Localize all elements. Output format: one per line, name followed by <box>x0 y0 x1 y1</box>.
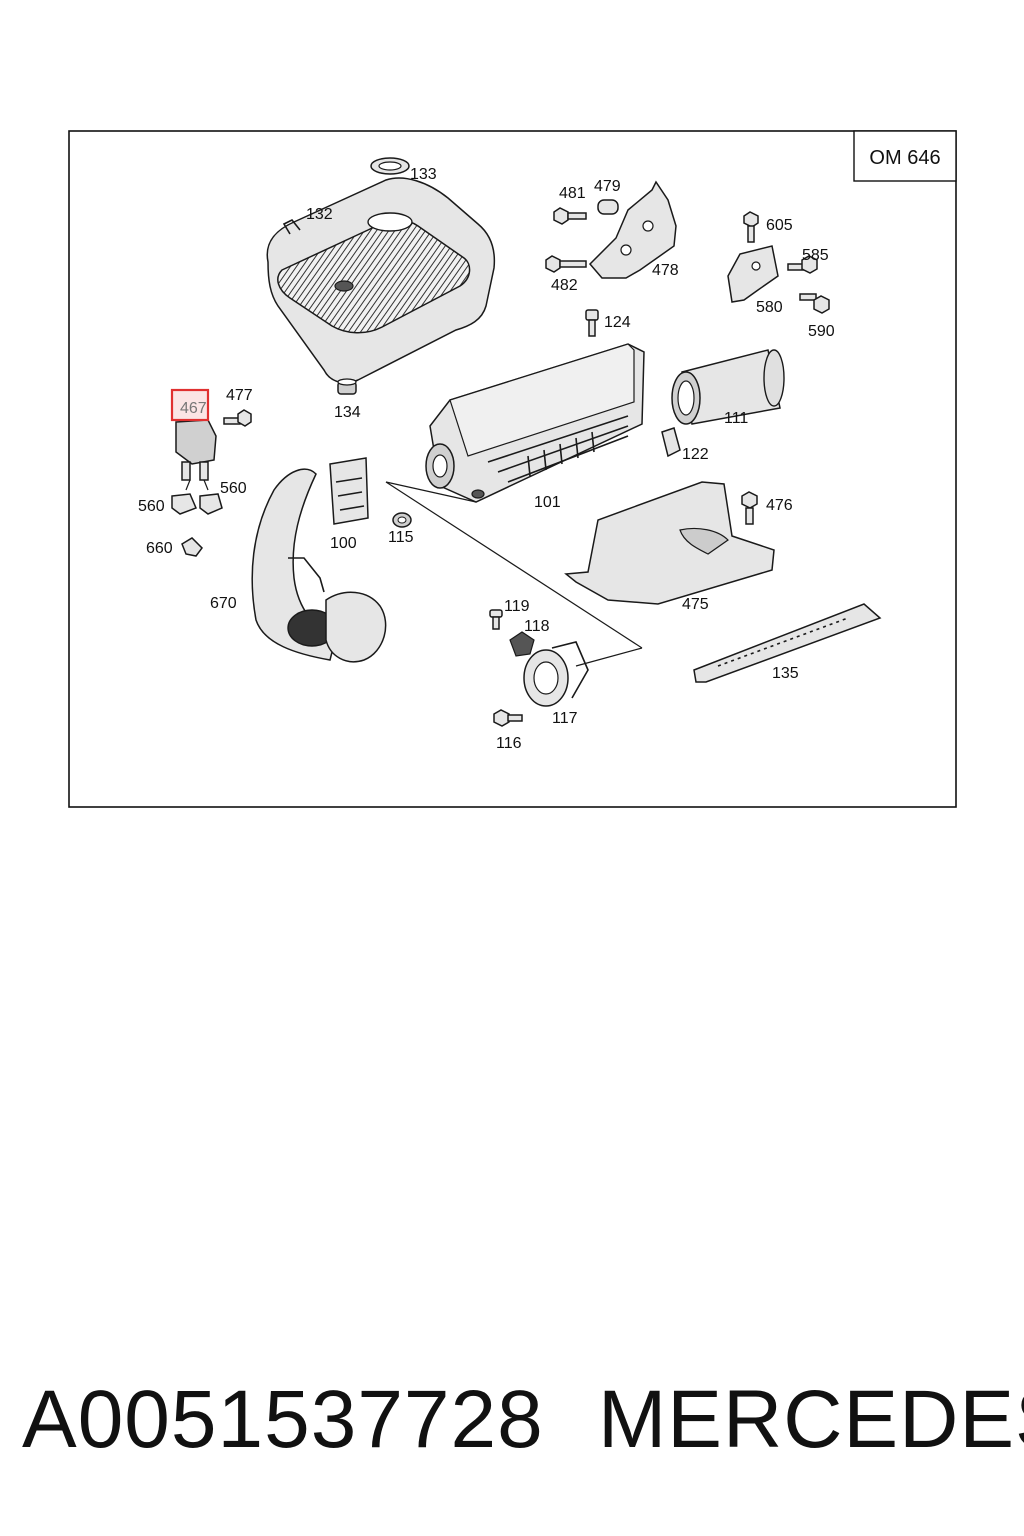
callout-100: 100 <box>330 535 357 552</box>
highlight-box-467: 467 <box>170 388 210 422</box>
engine-code-label: OM 646 <box>869 147 940 169</box>
part-560-clamp-right[interactable] <box>199 493 223 515</box>
part-118-connector[interactable] <box>509 631 535 657</box>
callout-479: 479 <box>594 178 621 195</box>
callout-585: 585 <box>802 247 829 264</box>
part-585-bolt[interactable] <box>787 255 818 274</box>
part-133-seal-ring[interactable] <box>370 157 410 175</box>
part-670-intake-hose[interactable] <box>251 468 387 663</box>
callout-590: 590 <box>808 323 835 340</box>
part-481-bolt[interactable] <box>553 207 587 225</box>
part-100-bracket[interactable] <box>329 457 369 525</box>
callout-124: 124 <box>604 314 631 331</box>
part-135-cover-strip[interactable] <box>693 603 882 683</box>
part-660-clip[interactable] <box>181 537 203 557</box>
callout-580: 580 <box>756 299 783 316</box>
callout-467: 467 <box>180 400 207 417</box>
callout-132: 132 <box>306 206 333 223</box>
callout-560-left: 560 <box>138 498 165 515</box>
part-number: A0051537728 <box>22 1374 544 1465</box>
part-475-intake-duct[interactable] <box>564 481 775 605</box>
callout-118: 118 <box>524 618 550 635</box>
assembly-leader-lines <box>185 479 643 667</box>
callout-116: 116 <box>496 735 522 752</box>
callout-477: 477 <box>226 387 253 404</box>
callout-134: 134 <box>334 404 361 421</box>
callout-481: 481 <box>559 185 586 202</box>
part-560-clamp-left[interactable] <box>171 493 197 515</box>
callout-670: 670 <box>210 595 237 612</box>
callout-122: 122 <box>682 446 709 463</box>
part-124-screw[interactable] <box>585 309 599 337</box>
callout-476: 476 <box>766 497 793 514</box>
part-101-air-filter-housing[interactable] <box>425 343 645 503</box>
callout-478: 478 <box>652 262 679 279</box>
part-117-mass-air-flow-sensor[interactable] <box>523 641 589 707</box>
parts-diagram-drawing: OM 646 133 132 134 481 479 478 482 <box>68 130 957 808</box>
callout-482: 482 <box>551 277 578 294</box>
callout-475: 475 <box>682 596 709 613</box>
callout-115: 115 <box>388 529 414 546</box>
part-132-engine-cover[interactable] <box>266 177 496 384</box>
caption-bar: A0051537728 MERCEDES <box>0 1360 1024 1480</box>
part-590-bolt[interactable] <box>799 293 830 314</box>
part-134-grommet[interactable] <box>337 378 357 395</box>
callout-660: 660 <box>146 540 173 557</box>
part-479-sleeve[interactable] <box>597 199 619 215</box>
part-605-bolt[interactable] <box>743 211 759 243</box>
callout-117: 117 <box>552 710 578 727</box>
part-116-bolt[interactable] <box>493 709 523 727</box>
callout-605: 605 <box>766 217 793 234</box>
part-111-filter-element[interactable] <box>671 349 785 425</box>
parts-diagram: OM 646 133 132 134 481 479 478 482 <box>68 130 957 808</box>
brand-name: MERCEDES <box>598 1374 1024 1465</box>
part-477-bolt[interactable] <box>223 409 252 427</box>
part-478-bracket[interactable] <box>588 180 677 279</box>
part-580-bracket[interactable] <box>727 245 779 303</box>
part-482-bolt[interactable] <box>545 255 587 273</box>
callout-133: 133 <box>410 166 437 183</box>
part-115-grommet[interactable] <box>392 512 412 528</box>
part-119-screw[interactable] <box>489 609 503 630</box>
part-476-bolt[interactable] <box>741 491 758 525</box>
callout-560-right: 560 <box>220 480 247 497</box>
callout-101: 101 <box>534 494 561 511</box>
part-122-clip[interactable] <box>661 427 681 458</box>
callout-119: 119 <box>504 598 530 615</box>
engine-code-box: OM 646 <box>853 130 957 182</box>
callout-111: 111 <box>724 410 748 427</box>
callout-135: 135 <box>772 665 799 682</box>
